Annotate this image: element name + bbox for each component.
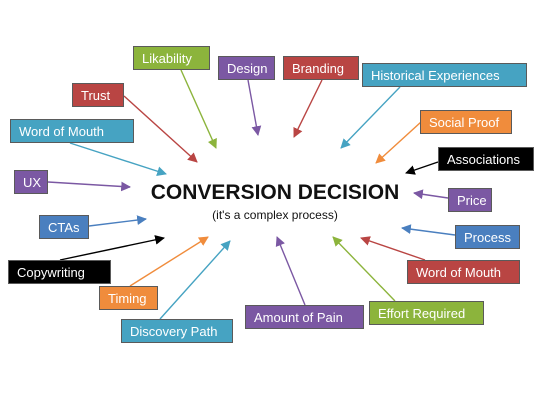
factor-trust: Trust: [72, 83, 124, 107]
arrow-effort-required: [332, 236, 396, 302]
arrow-discovery-path: [159, 240, 231, 320]
arrow-historical-experiences: [340, 86, 401, 149]
factor-timing: Timing: [99, 286, 158, 310]
arrow-word-of-mouth-right: [360, 236, 426, 261]
factor-ux: UX: [14, 170, 48, 194]
diagram-subtitle: (it's a complex process): [212, 208, 338, 222]
arrow-amount-of-pain: [275, 236, 306, 306]
arrow-design: [247, 79, 262, 136]
factor-word-of-mouth-right: Word of Mouth: [407, 260, 520, 284]
arrow-social-proof: [375, 121, 422, 164]
arrow-price: [413, 189, 449, 200]
arrow-word-of-mouth-left: [69, 142, 167, 176]
arrow-associations: [405, 161, 439, 175]
arrow-copywriting: [59, 235, 165, 261]
factor-design: Design: [218, 56, 275, 80]
factor-process: Process: [455, 225, 520, 249]
factor-social-proof: Social Proof: [420, 110, 512, 134]
arrow-process: [401, 224, 456, 236]
factor-price: Price: [448, 188, 492, 212]
arrow-branding: [293, 79, 323, 138]
arrow-ctas: [88, 215, 147, 227]
factor-likability: Likability: [133, 46, 210, 70]
diagram-title: CONVERSION DECISION: [150, 181, 400, 204]
factor-ctas: CTAs: [39, 215, 89, 239]
arrow-trust: [123, 95, 198, 163]
arrow-timing: [129, 236, 209, 287]
factor-historical-experiences: Historical Experiences: [362, 63, 527, 87]
factor-amount-of-pain: Amount of Pain: [245, 305, 364, 329]
factor-associations: Associations: [438, 147, 534, 171]
factor-discovery-path: Discovery Path: [121, 319, 233, 343]
factor-branding: Branding: [283, 56, 359, 80]
arrow-ux: [47, 181, 131, 192]
factor-word-of-mouth-left: Word of Mouth: [10, 119, 134, 143]
arrow-likability: [180, 69, 217, 149]
factor-effort-required: Effort Required: [369, 301, 484, 325]
factor-copywriting: Copywriting: [8, 260, 111, 284]
